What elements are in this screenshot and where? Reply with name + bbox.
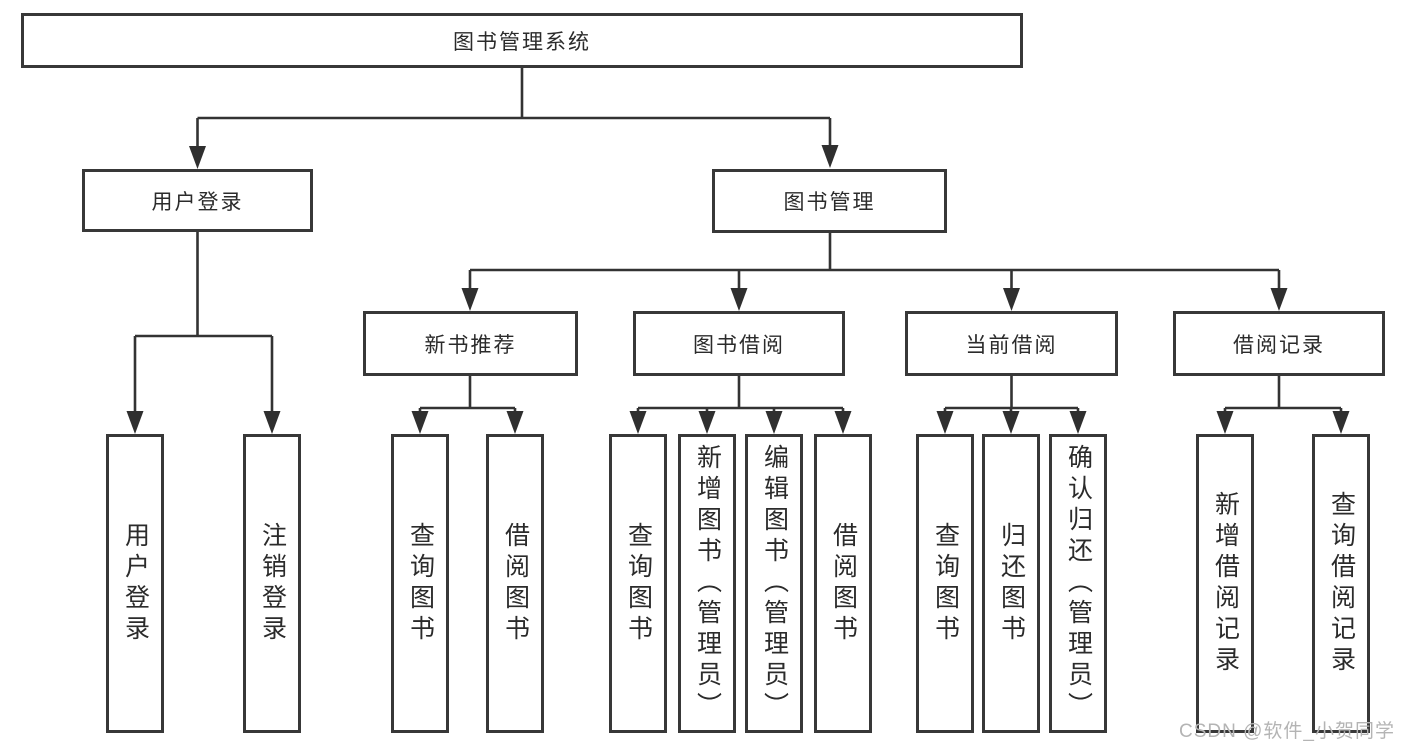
arrowhead	[834, 411, 852, 434]
node-label: 图书管理系统	[453, 30, 591, 54]
arrowhead	[821, 145, 839, 168]
node-label: 确认归还（管理员）	[1064, 444, 1093, 723]
node-leaf-recommend-borrow-book: 借阅图书	[486, 434, 544, 733]
node-leaf-recommend-query-book: 查询图书	[391, 434, 449, 733]
node-leaf-logout: 注销登录	[243, 434, 301, 733]
node-leaf-borrow-edit-book-admin: 编辑图书（管理员）	[745, 434, 803, 733]
arrowhead	[1216, 411, 1234, 434]
connector-root-to-level2	[189, 68, 839, 169]
arrowhead	[629, 411, 647, 434]
node-label: 查询图书	[624, 521, 653, 646]
node-label: 查询图书	[406, 521, 435, 646]
connector-user-login-to-leaves	[126, 232, 281, 434]
node-label: 当前借阅	[965, 333, 1058, 357]
arrowhead	[1003, 288, 1020, 311]
node-label: 用户登录	[121, 521, 150, 646]
node-library-management-system: 图书管理系统	[21, 13, 1023, 68]
node-label: 查询借阅记录	[1327, 490, 1356, 677]
node-leaf-borrow-borrow-book: 借阅图书	[814, 434, 872, 733]
node-leaf-current-return-book: 归还图书	[982, 434, 1040, 733]
node-label: 新增借阅记录	[1211, 490, 1240, 677]
connector-book-borrow-to-leaves	[629, 376, 852, 434]
node-label: 借阅图书	[501, 521, 530, 646]
node-label: 图书管理	[783, 191, 876, 214]
node-leaf-borrow-add-book-admin: 新增图书（管理员）	[678, 434, 736, 733]
node-leaf-record-query: 查询借阅记录	[1312, 434, 1370, 733]
node-leaf-current-confirm-return-admin: 确认归还（管理员）	[1049, 434, 1107, 733]
node-leaf-user-login: 用户登录	[106, 434, 164, 733]
arrowhead	[126, 411, 144, 434]
node-label: 新书推荐	[424, 333, 517, 357]
node-label: 图书借阅	[693, 333, 785, 357]
arrowhead	[730, 288, 748, 311]
node-label: 编辑图书（管理员）	[760, 444, 789, 723]
node-label: 查询图书	[931, 521, 960, 646]
node-leaf-borrow-query-book: 查询图书	[609, 434, 667, 733]
arrowhead	[936, 411, 954, 434]
node-borrow-record: 借阅记录	[1173, 311, 1385, 376]
arrowhead	[1332, 411, 1350, 434]
node-label: 新增图书（管理员）	[693, 444, 722, 723]
node-leaf-current-query-book: 查询图书	[916, 434, 974, 733]
connector-new-book-to-leaves	[411, 376, 524, 434]
connector-book-management-to-level3	[461, 233, 1288, 311]
arrowhead	[263, 411, 281, 434]
node-new-book-recommend: 新书推荐	[363, 311, 578, 376]
arrowhead	[506, 411, 524, 434]
arrowhead	[461, 288, 479, 311]
arrowhead	[411, 411, 429, 434]
node-label: 借阅记录	[1233, 333, 1325, 357]
connector-current-borrow-to-leaves	[936, 376, 1087, 434]
connector-borrow-record-to-leaves	[1216, 376, 1350, 434]
node-user-login: 用户登录	[82, 169, 313, 232]
node-book-management: 图书管理	[712, 169, 947, 233]
node-label: 注销登录	[258, 521, 287, 646]
node-label: 用户登录	[151, 190, 244, 214]
arrowhead	[1069, 411, 1087, 434]
arrowhead	[189, 146, 206, 169]
node-leaf-record-add: 新增借阅记录	[1196, 434, 1254, 733]
node-label: 归还图书	[997, 521, 1026, 646]
node-book-borrow: 图书借阅	[633, 311, 845, 376]
node-label: 借阅图书	[829, 521, 858, 646]
arrowhead	[1270, 288, 1288, 311]
arrowhead	[765, 411, 783, 434]
node-current-borrow: 当前借阅	[905, 311, 1118, 376]
arrowhead	[698, 411, 716, 434]
csdn-watermark: CSDN @软件_小贺同学	[1179, 721, 1395, 742]
arrowhead	[1002, 411, 1020, 434]
